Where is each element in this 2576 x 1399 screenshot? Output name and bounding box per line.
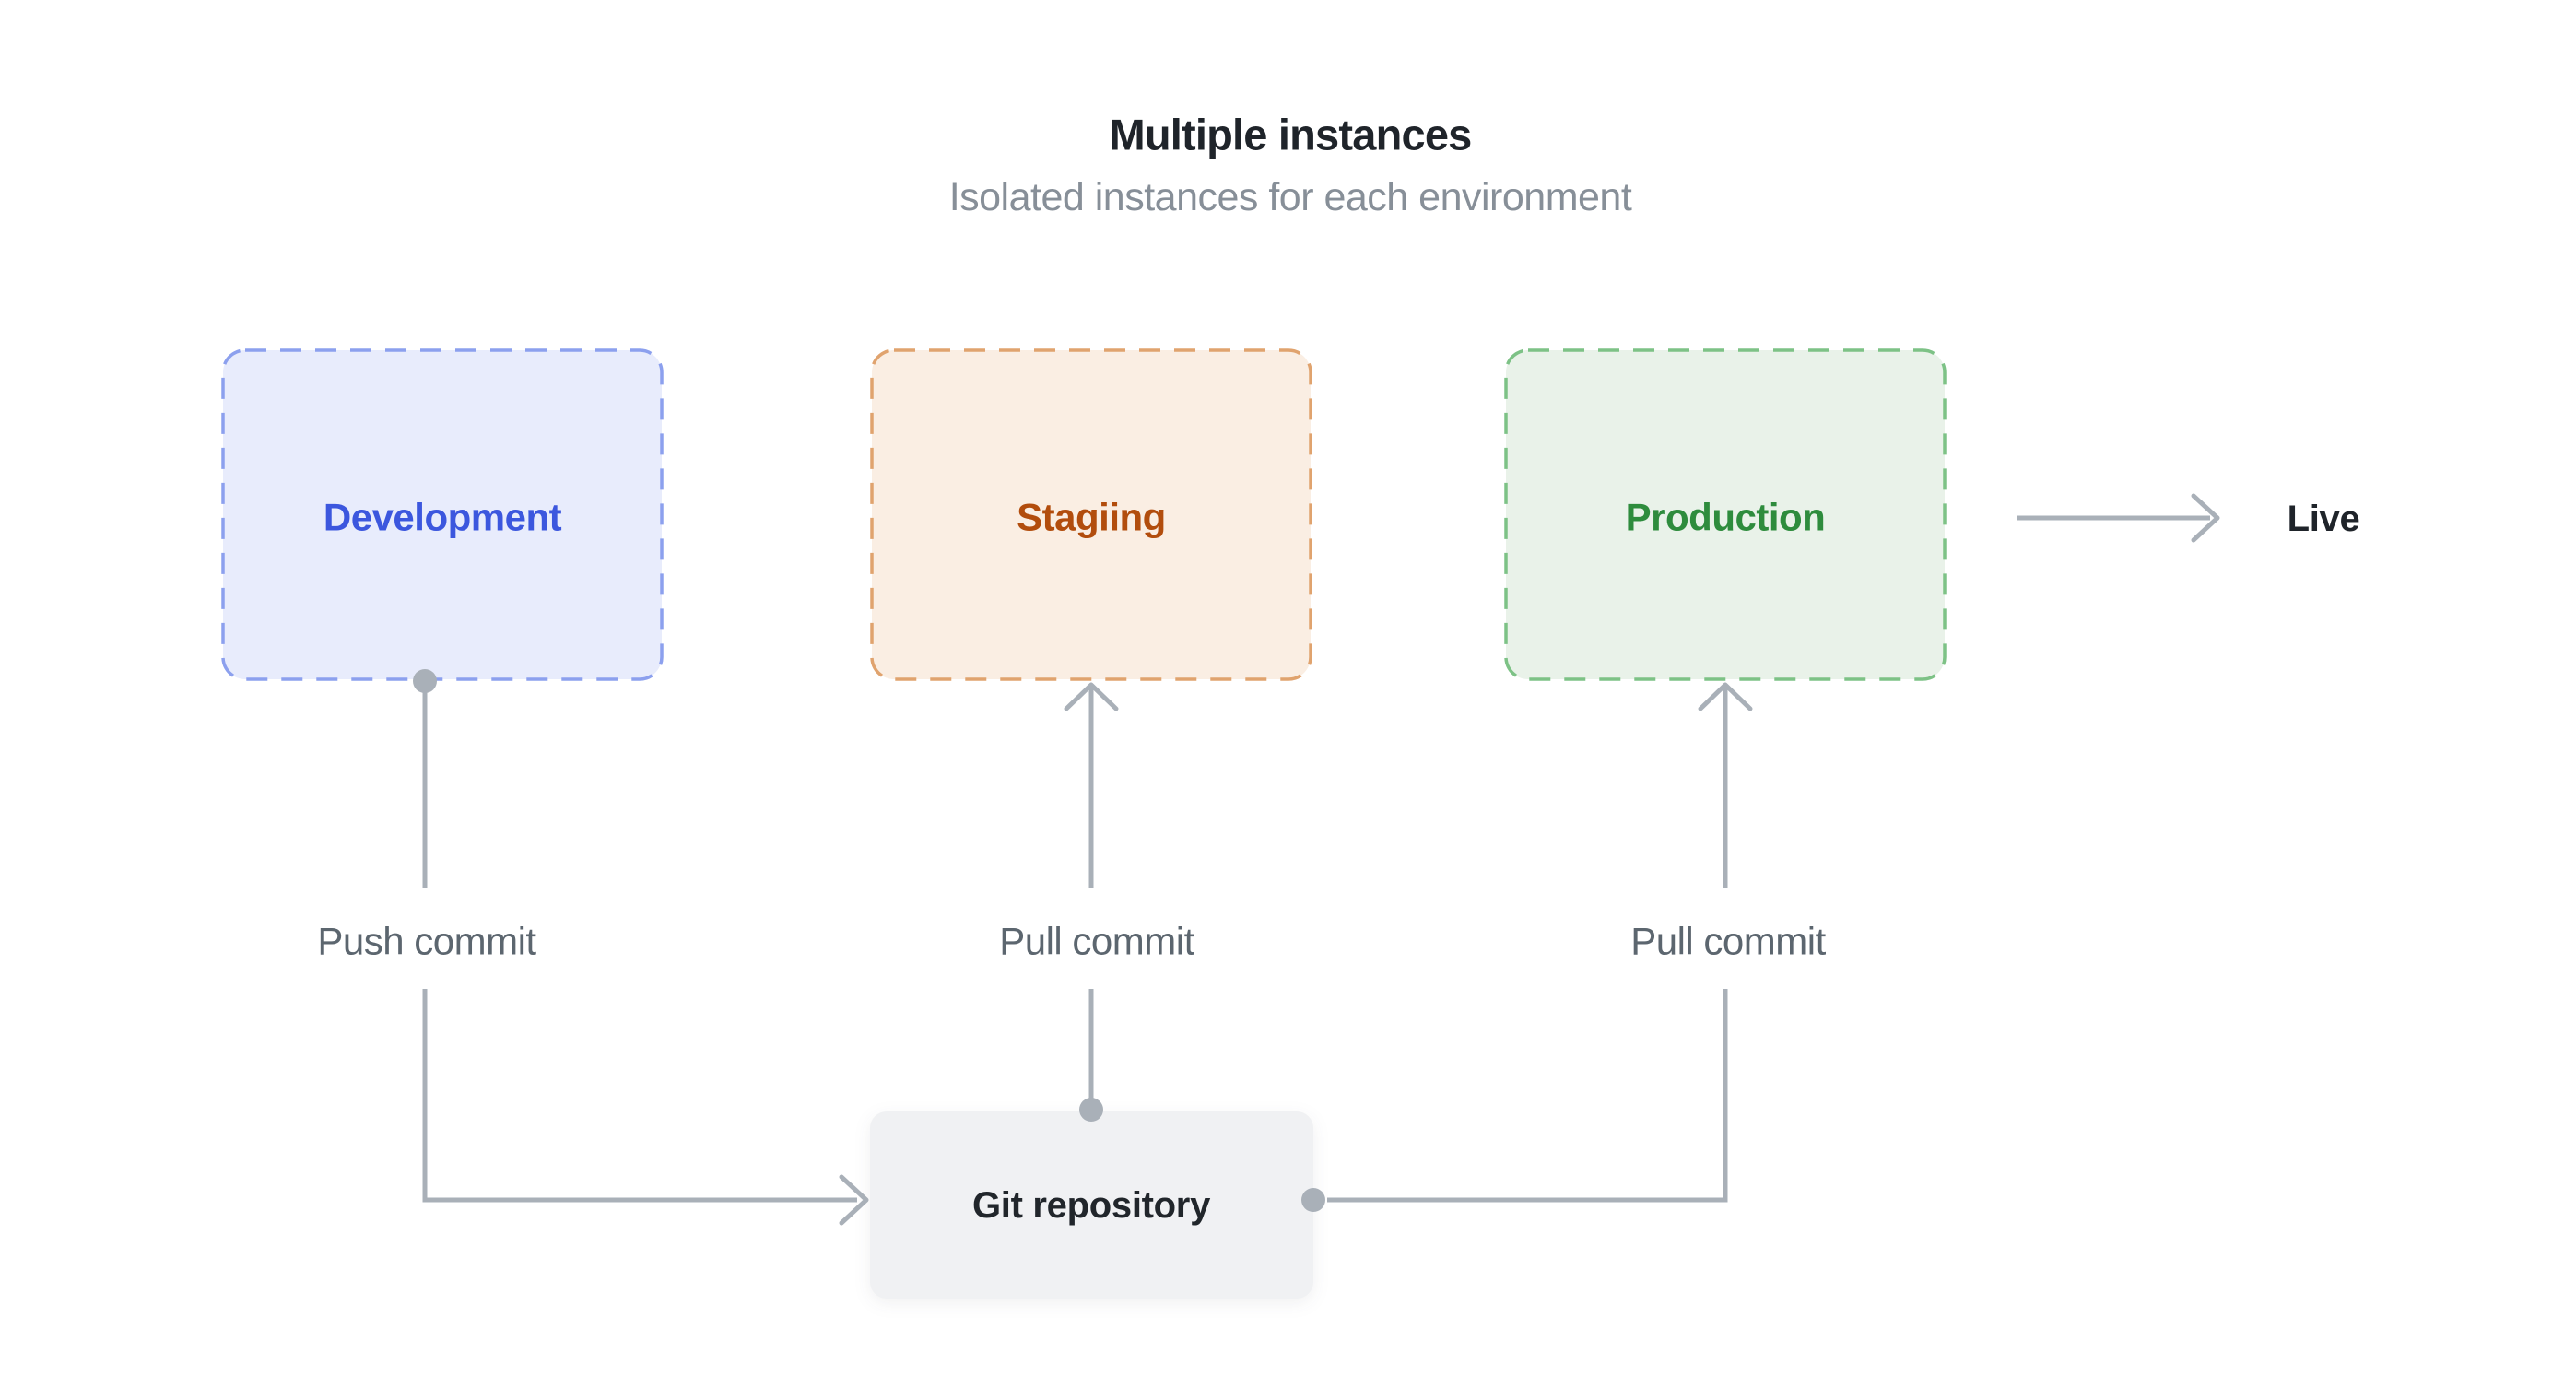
- node-development-label: Development: [323, 496, 562, 539]
- diagram-subtitle: Isolated instances for each environment: [949, 175, 1632, 219]
- edge-label-pull-commit-production: Pull commit: [1630, 920, 1826, 963]
- node-production-box: [1504, 348, 1947, 681]
- node-git-repository-label: Git repository: [972, 1185, 1211, 1226]
- connection-dot-git-right: [1301, 1188, 1325, 1212]
- arrowhead-into-git-icon: [839, 1174, 869, 1226]
- live-label: Live: [2288, 499, 2360, 539]
- arrowhead-into-production-icon: [1698, 682, 1753, 711]
- node-git-repository-box: [870, 1111, 1313, 1299]
- diagram-title: Multiple instances: [1109, 111, 1471, 159]
- connector-git-to-production-lower: [1327, 989, 1728, 1203]
- connector-development-to-git: [422, 989, 857, 1203]
- edge-label-pull-commit-staging: Pull commit: [999, 920, 1194, 963]
- node-staging-label: Stagiing: [1017, 496, 1166, 539]
- node-development-box: [221, 348, 664, 681]
- arrowhead-into-staging-icon: [1064, 682, 1119, 711]
- node-staging-box: [870, 348, 1312, 681]
- connection-dot-git-top: [1079, 1098, 1103, 1122]
- edge-label-push-commit: Push commit: [317, 920, 536, 963]
- node-production-label: Production: [1626, 496, 1826, 539]
- connection-dot-development: [413, 669, 437, 693]
- arrowhead-into-live-icon: [2191, 493, 2220, 543]
